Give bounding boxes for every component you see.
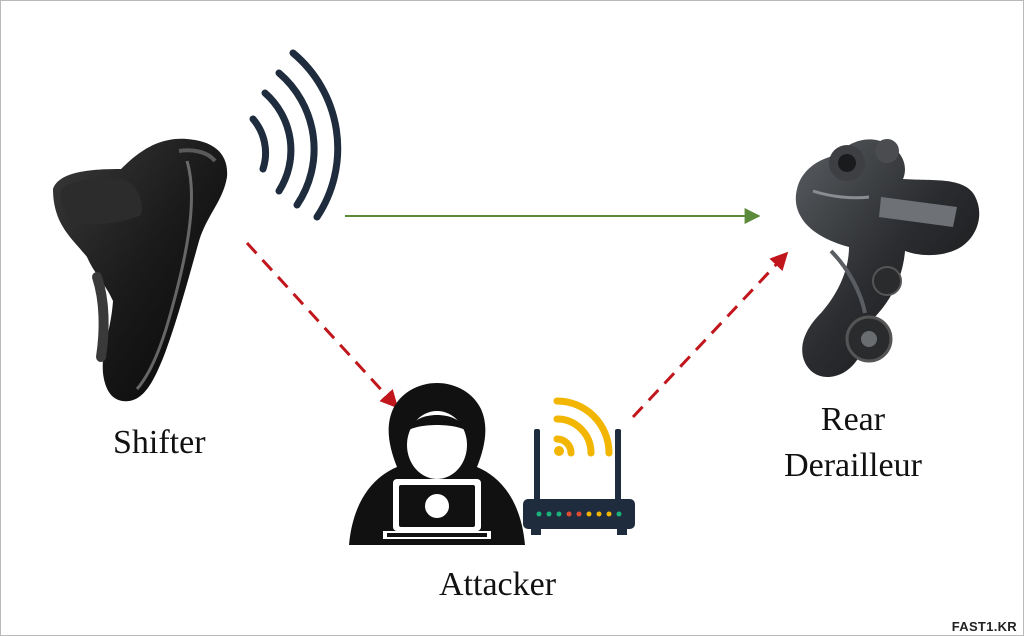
edge-shifter-to-attacker	[245, 241, 399, 409]
attacker-label: Attacker	[439, 566, 557, 603]
edge-attacker-to-derailleur	[631, 251, 789, 419]
wireless-signal-icon	[249, 49, 342, 221]
watermark: FAST1.KR	[951, 619, 1017, 634]
wifi-router-icon	[523, 397, 635, 535]
rear-derailleur-icon	[795, 139, 980, 378]
rear-derailleur-label-line1: Rear	[820, 401, 886, 438]
hooded-hacker-icon	[349, 383, 525, 545]
rear-derailleur-label-line2: Derailleur	[784, 447, 922, 484]
shifter-lever-icon	[53, 138, 228, 402]
shifter-label: Shifter	[113, 424, 206, 461]
rear-derailleur-label: Rear Derailleur	[773, 397, 933, 489]
